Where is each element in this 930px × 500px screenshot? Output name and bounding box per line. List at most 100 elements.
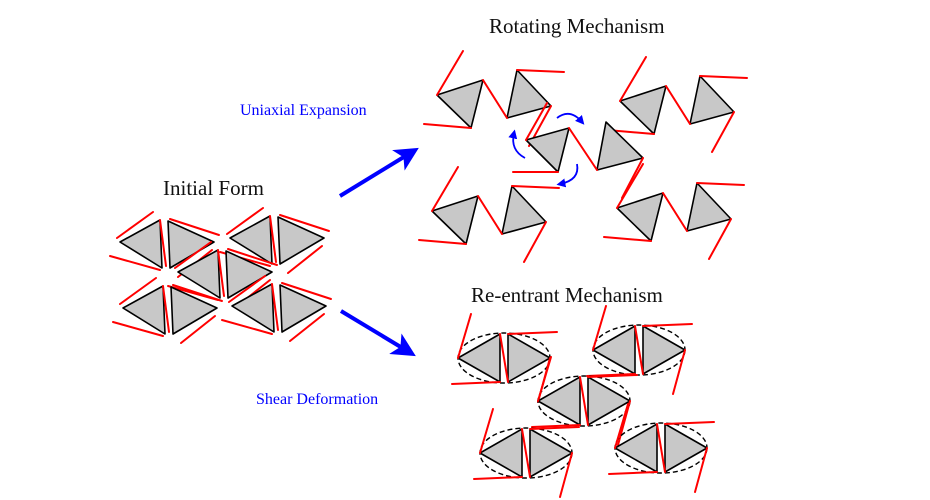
hinge-line bbox=[559, 452, 573, 498]
hinge-line bbox=[656, 423, 666, 473]
hinge-line bbox=[112, 321, 164, 337]
hinge-line bbox=[579, 376, 589, 426]
hinge-line bbox=[499, 333, 509, 383]
triangle-element bbox=[529, 428, 573, 478]
triangle-element bbox=[619, 85, 667, 135]
hinge-line bbox=[619, 56, 647, 102]
hinge-line bbox=[662, 192, 688, 232]
uniaxial-arrow-icon bbox=[338, 147, 419, 198]
hinge-line bbox=[436, 50, 464, 96]
triangle-element bbox=[119, 219, 163, 269]
triangle-element bbox=[592, 325, 636, 375]
triangle-element bbox=[436, 79, 484, 129]
hinge-line bbox=[699, 75, 748, 79]
hinge-line bbox=[271, 283, 279, 331]
hinge-line bbox=[614, 403, 629, 449]
triangle-element bbox=[122, 285, 166, 335]
triangle-element bbox=[614, 423, 658, 473]
hinge-line bbox=[431, 166, 459, 212]
hinge-line bbox=[473, 476, 523, 480]
triangle-element bbox=[587, 376, 631, 426]
hinge-line bbox=[228, 275, 266, 303]
hinge-line bbox=[217, 249, 225, 297]
hinge-line bbox=[621, 157, 644, 199]
hinge-line bbox=[119, 277, 157, 305]
triangle-element bbox=[177, 249, 221, 299]
hinge-line bbox=[423, 123, 472, 129]
hinge-line bbox=[568, 127, 598, 171]
triangle-element bbox=[507, 333, 551, 383]
hinge-line bbox=[516, 69, 565, 73]
hinge-line bbox=[521, 428, 531, 478]
hinge-line bbox=[482, 79, 508, 119]
triangle-element bbox=[642, 325, 686, 375]
hinge-line bbox=[672, 349, 686, 395]
initial-form-lattice bbox=[109, 207, 332, 344]
hinge-line bbox=[279, 214, 330, 232]
hinge-line bbox=[617, 400, 631, 446]
rotation-arrows-icon bbox=[508, 112, 585, 188]
hinge-line bbox=[227, 248, 278, 266]
hinge-line bbox=[281, 282, 332, 300]
hinge-line bbox=[603, 236, 652, 242]
uniaxial-expansion-label: Uniaxial Expansion bbox=[240, 102, 367, 119]
triangle-element bbox=[231, 283, 275, 333]
triangle-element bbox=[506, 69, 552, 119]
triangle-element bbox=[277, 216, 325, 265]
hinge-line bbox=[708, 218, 732, 260]
triangle-element bbox=[170, 286, 218, 335]
hinge-line bbox=[172, 284, 223, 302]
triangle-element bbox=[457, 333, 501, 383]
hinge-line bbox=[169, 218, 220, 236]
hinge-line bbox=[180, 315, 216, 344]
triangle-element bbox=[479, 428, 523, 478]
hinge-line bbox=[269, 215, 277, 263]
hinge-line bbox=[537, 356, 552, 402]
reentrant-mechanism-lattice bbox=[451, 305, 715, 498]
hinge-line bbox=[587, 374, 638, 378]
rotating-mechanism-lattice bbox=[418, 50, 748, 263]
triangle-element bbox=[689, 75, 735, 125]
hinge-line bbox=[226, 207, 264, 235]
hinge-line bbox=[511, 185, 560, 189]
hinge-line bbox=[608, 471, 658, 475]
triangle-element bbox=[596, 121, 644, 171]
hinge-line bbox=[109, 255, 161, 271]
hinge-line bbox=[696, 182, 745, 186]
hinge-line bbox=[479, 408, 494, 454]
hinge-line bbox=[287, 245, 323, 274]
hinge-line bbox=[642, 323, 693, 327]
triangle-element bbox=[537, 376, 581, 426]
hinge-line bbox=[418, 239, 467, 245]
hinge-line bbox=[174, 241, 212, 269]
triangle-element bbox=[279, 284, 327, 333]
hinge-line bbox=[616, 163, 644, 209]
reentrant-mechanism-title: Re-entrant Mechanism bbox=[471, 283, 663, 307]
hinge-line bbox=[525, 102, 548, 141]
hinge-line bbox=[457, 313, 472, 359]
hinge-line bbox=[665, 85, 691, 125]
hinge-line bbox=[507, 331, 558, 335]
hinge-line bbox=[477, 195, 503, 235]
triangle-element bbox=[501, 185, 547, 235]
initial-form-title: Initial Form bbox=[163, 176, 264, 200]
hinge-line bbox=[159, 219, 167, 267]
shear-arrow-icon bbox=[339, 309, 416, 357]
hinge-line bbox=[162, 285, 170, 333]
hinge-line bbox=[116, 211, 154, 239]
triangle-element bbox=[616, 192, 664, 242]
hinge-line bbox=[634, 325, 644, 375]
hinge-line bbox=[523, 221, 547, 263]
hinge-line bbox=[694, 447, 708, 493]
triangle-element bbox=[431, 195, 479, 245]
hinge-line bbox=[592, 305, 607, 351]
triangle-element bbox=[525, 127, 570, 173]
hinge-line bbox=[711, 111, 735, 153]
triangle-element bbox=[686, 182, 732, 232]
hinge-line bbox=[221, 319, 273, 335]
hinge-line bbox=[451, 381, 501, 385]
triangle-element bbox=[225, 250, 273, 299]
hinge-line bbox=[529, 426, 580, 430]
rotating-mechanism-title: Rotating Mechanism bbox=[489, 14, 665, 38]
